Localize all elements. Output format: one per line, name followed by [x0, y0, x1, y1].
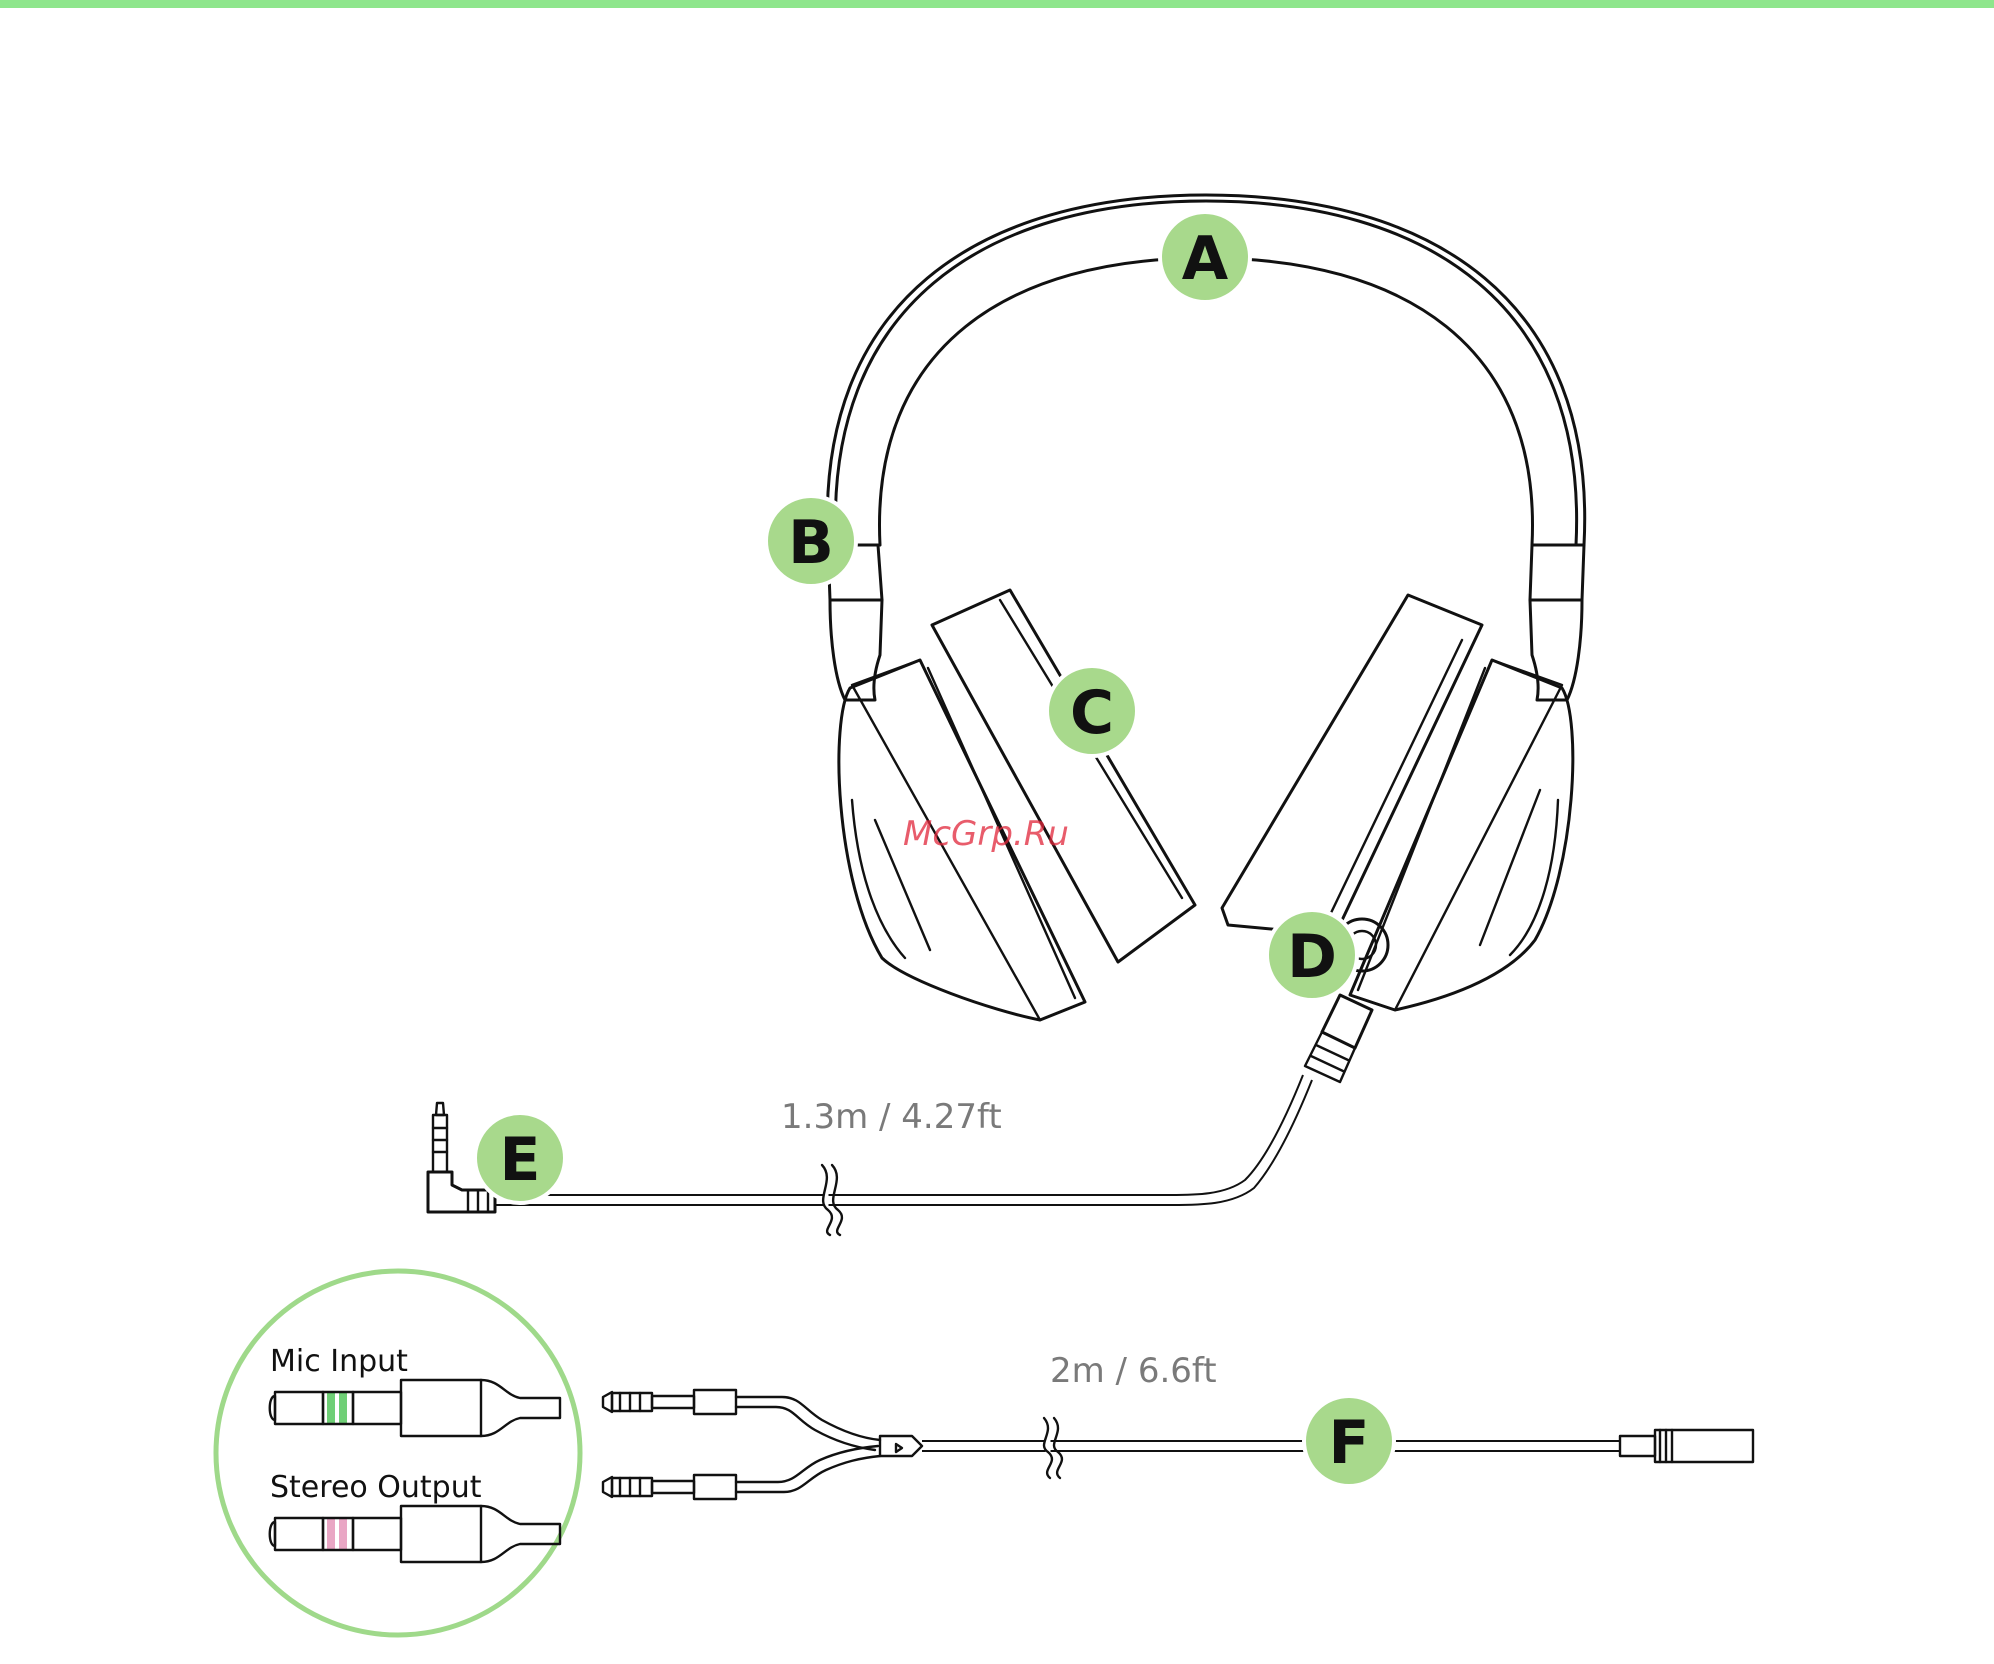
callout-f-letter: F [1329, 1408, 1370, 1478]
callout-c: C [1047, 666, 1137, 756]
callout-f: F [1304, 1396, 1394, 1486]
callout-d-letter: D [1287, 922, 1337, 992]
headset-drawing [428, 195, 1585, 1235]
callout-a: A [1160, 212, 1250, 302]
callout-d: D [1267, 910, 1357, 1000]
mic-input-label: Mic Input [270, 1344, 408, 1379]
headset-cable-length: 1.3m / 4.27ft [781, 1097, 1002, 1137]
stereo-output-label: Stereo Output [270, 1470, 482, 1505]
callout-b: B [766, 496, 856, 586]
connector-detail-view: Mic Input Stereo Output [216, 1271, 580, 1635]
callout-e: E [475, 1113, 565, 1203]
callout-a-letter: A [1182, 224, 1229, 294]
watermark: McGrp.Ru [903, 814, 1069, 854]
splitter-lower-plug [603, 1446, 880, 1499]
left-earcup [839, 590, 1195, 1020]
callout-b-letter: B [788, 508, 834, 578]
splitter-cable-icon [603, 1390, 1753, 1499]
callout-c-letter: C [1070, 678, 1114, 748]
right-earcup [1222, 595, 1573, 1082]
splitter-cable-length: 2m / 6.6ft [1050, 1351, 1217, 1391]
callout-e-letter: E [500, 1125, 541, 1195]
splitter-upper-plug [603, 1390, 880, 1450]
